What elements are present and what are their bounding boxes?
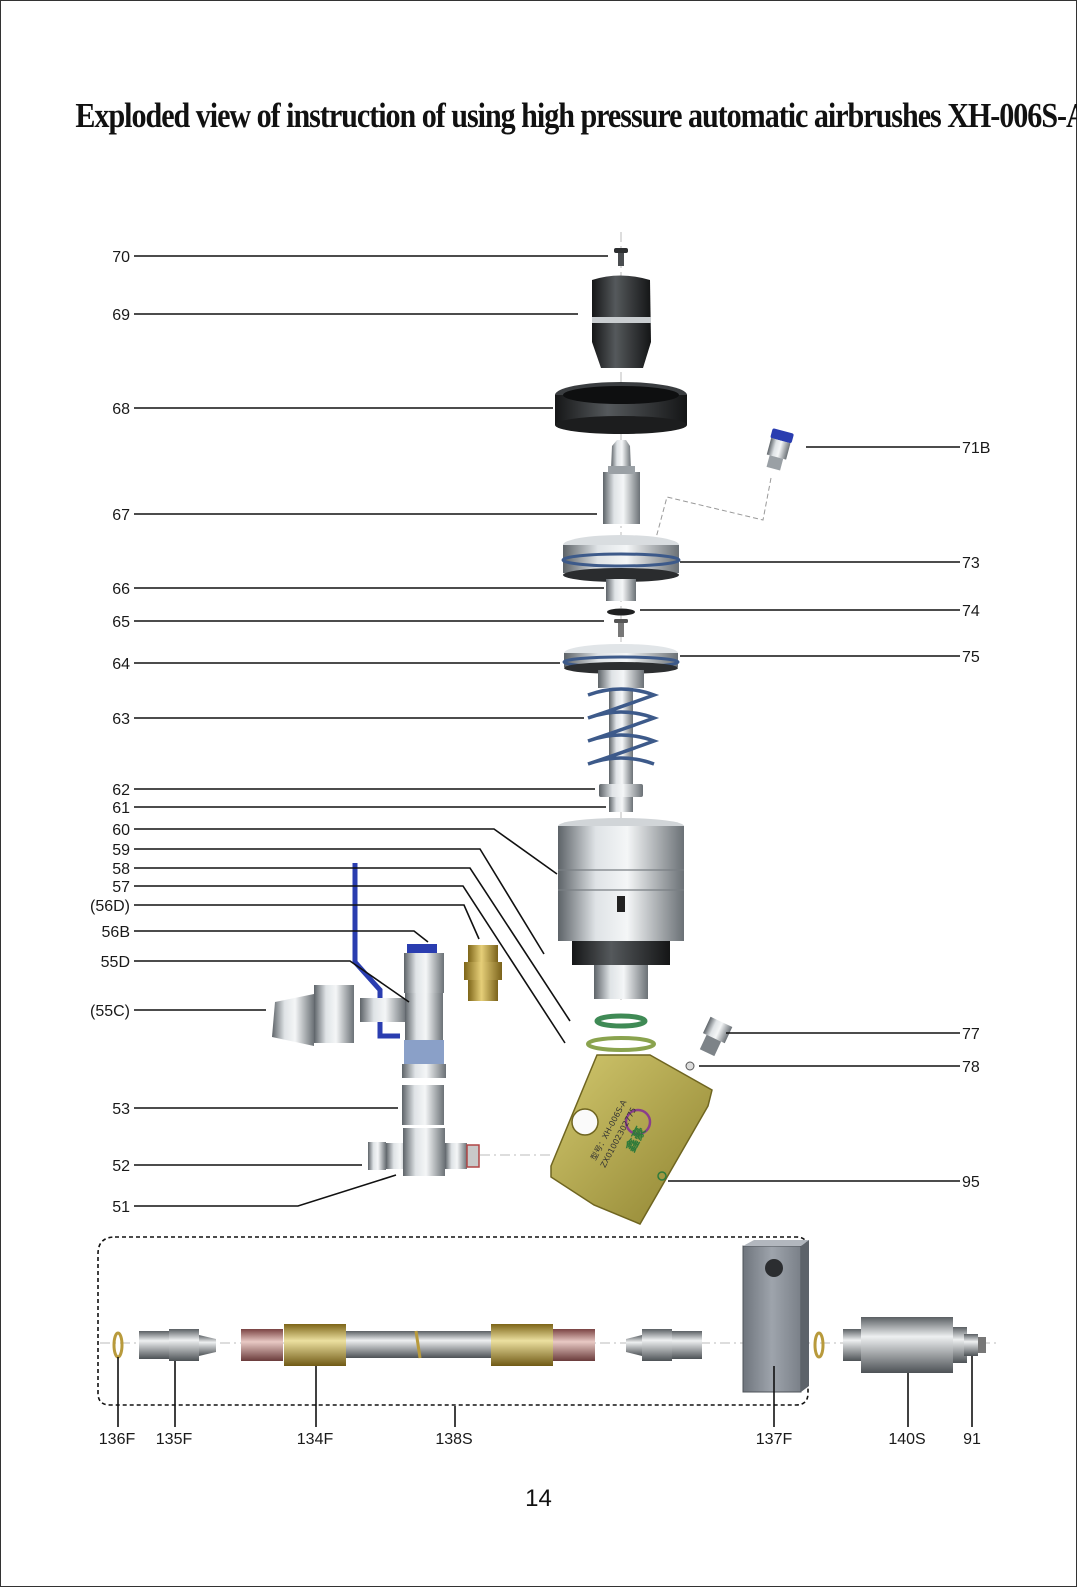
label-56b: 56B bbox=[102, 924, 130, 941]
label-61: 61 bbox=[112, 800, 130, 817]
part-washer-140s bbox=[813, 1331, 825, 1359]
part-136f-washer bbox=[112, 1331, 124, 1359]
part-134f-hose bbox=[241, 1324, 595, 1366]
label-70: 70 bbox=[112, 249, 130, 266]
label-64: 64 bbox=[112, 656, 130, 673]
label-78: 78 bbox=[962, 1059, 980, 1076]
label-60: 60 bbox=[112, 822, 130, 839]
label-74: 74 bbox=[962, 603, 980, 620]
part-68-ring bbox=[555, 382, 687, 434]
part-59-lower-ring bbox=[572, 941, 670, 965]
part-71b-fitting bbox=[766, 428, 794, 471]
valve-lever bbox=[352, 863, 400, 1039]
part-58-green-ring bbox=[594, 1013, 648, 1029]
label-58: 58 bbox=[112, 861, 130, 878]
part-55c-handle bbox=[272, 985, 354, 1046]
hose-kit-dashed-box bbox=[97, 1236, 809, 1406]
label-95: 95 bbox=[962, 1174, 980, 1191]
label-56d: (56D) bbox=[90, 898, 130, 915]
label-135f: 135F bbox=[156, 1431, 193, 1448]
label-62: 62 bbox=[112, 782, 130, 799]
part-67-rod bbox=[603, 440, 640, 524]
leader-lines bbox=[117, 255, 973, 1427]
part-64-disc bbox=[562, 644, 680, 688]
label-134f: 134F bbox=[297, 1431, 334, 1448]
page-number: 14 bbox=[525, 1485, 552, 1512]
label-66: 66 bbox=[112, 581, 130, 598]
part-74-oring bbox=[607, 608, 635, 616]
label-138s: 138S bbox=[435, 1431, 472, 1448]
label-57: 57 bbox=[112, 879, 130, 896]
part-137f-block bbox=[742, 1240, 809, 1393]
part-69-cap bbox=[592, 275, 651, 368]
label-91: 91 bbox=[963, 1431, 981, 1448]
part-65-screw bbox=[614, 619, 628, 637]
label-55c: (55C) bbox=[90, 1003, 130, 1020]
part-135f-fitting bbox=[139, 1329, 216, 1361]
part-51-52-tee bbox=[368, 1128, 480, 1176]
label-59: 59 bbox=[112, 842, 130, 859]
part-56d-nipple bbox=[464, 945, 502, 1001]
part-73-piston bbox=[561, 535, 681, 582]
hidden-path-71b bbox=[655, 477, 772, 539]
part-valve-assembly bbox=[360, 944, 446, 1078]
label-136f: 136F bbox=[99, 1431, 136, 1448]
label-67: 67 bbox=[112, 507, 130, 524]
label-140s: 140S bbox=[888, 1431, 925, 1448]
part-57-washer bbox=[586, 1036, 656, 1052]
part-140s-filter bbox=[843, 1317, 967, 1373]
label-75: 75 bbox=[962, 649, 980, 666]
part-91-plug bbox=[964, 1334, 986, 1356]
part-78-ball bbox=[685, 1061, 695, 1071]
part-labels: 70 69 68 67 66 65 64 63 62 61 60 59 58 5… bbox=[90, 249, 990, 1448]
label-51: 51 bbox=[112, 1199, 130, 1216]
label-55d: 55D bbox=[101, 954, 130, 971]
page-title: Exploded view of instruction of using hi… bbox=[75, 96, 1077, 135]
part-62-collar bbox=[599, 784, 643, 797]
label-71b: 71B bbox=[962, 440, 990, 457]
label-63: 63 bbox=[112, 711, 130, 728]
part-60-body bbox=[558, 818, 684, 941]
label-52: 52 bbox=[112, 1158, 130, 1175]
label-68: 68 bbox=[112, 401, 130, 418]
label-137f: 137F bbox=[756, 1431, 793, 1448]
label-77: 77 bbox=[962, 1026, 980, 1043]
label-69: 69 bbox=[112, 307, 130, 324]
part-95-plate: 型号：XH-006S-A ZX01002302775 鑫豪 bbox=[550, 1054, 713, 1225]
part-66-rod-end bbox=[606, 579, 636, 601]
label-53: 53 bbox=[112, 1101, 130, 1118]
label-73: 73 bbox=[962, 555, 980, 572]
part-77-fitting bbox=[699, 1016, 733, 1057]
part-fitting-right bbox=[626, 1329, 702, 1361]
label-65: 65 bbox=[112, 614, 130, 631]
part-53-nut bbox=[402, 1085, 444, 1125]
part-body-nozzle bbox=[594, 965, 648, 999]
part-70-screw bbox=[614, 248, 628, 266]
